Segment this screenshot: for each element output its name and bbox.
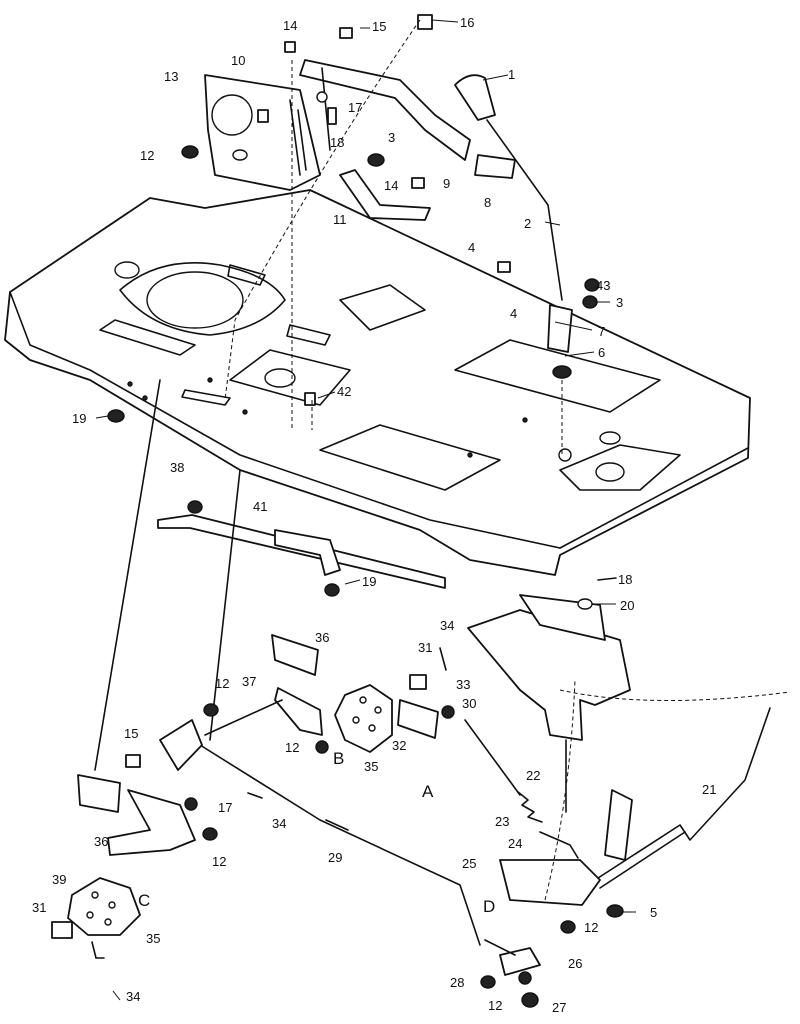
label-33: 33 — [456, 677, 470, 692]
label-36b: 36 — [94, 834, 108, 849]
label-17b: 17 — [218, 800, 232, 815]
label-41: 41 — [253, 499, 267, 514]
label-32: 32 — [392, 738, 406, 753]
frame-pan — [4, 189, 751, 576]
letter-d: D — [483, 897, 495, 916]
label-25: 25 — [462, 856, 476, 871]
label-14b: 14 — [384, 178, 398, 193]
label-22: 22 — [526, 768, 540, 783]
label-12d: 12 — [212, 854, 226, 869]
lower-assembly — [51, 379, 791, 1008]
label-11: 11 — [333, 212, 347, 227]
label-43: 43 — [596, 278, 610, 293]
label-4: 4 — [468, 240, 475, 255]
label-3: 3 — [388, 130, 395, 145]
label-18b: 18 — [618, 572, 632, 587]
label-12b: 12 — [215, 676, 229, 691]
label-1: 1 — [508, 67, 515, 82]
label-37: 37 — [242, 674, 256, 689]
label-31: 31 — [418, 640, 432, 655]
label-28: 28 — [450, 975, 464, 990]
label-18: 18 — [330, 135, 344, 150]
leader-lines — [95, 19, 636, 1001]
label-35: 35 — [364, 759, 378, 774]
label-10: 10 — [231, 53, 245, 68]
label-15: 15 — [372, 19, 386, 34]
letter-b: B — [333, 749, 344, 768]
label-34: 34 — [440, 618, 454, 633]
label-15b: 15 — [124, 726, 138, 741]
label-17: 17 — [348, 100, 362, 115]
label-12c: 12 — [285, 740, 299, 755]
label-16: 16 — [460, 15, 474, 30]
label-7: 7 — [598, 324, 605, 339]
label-12e: 12 — [584, 920, 598, 935]
label-19b: 19 — [362, 574, 376, 589]
label-35b: 35 — [146, 931, 160, 946]
label-12: 12 — [140, 148, 154, 163]
label-19: 19 — [72, 411, 86, 426]
label-13: 13 — [164, 69, 178, 84]
label-24: 24 — [508, 836, 522, 851]
label-2: 2 — [524, 216, 531, 231]
label-29: 29 — [328, 850, 342, 865]
label-9: 9 — [443, 176, 450, 191]
letter-a: A — [422, 782, 434, 801]
label-20: 20 — [620, 598, 634, 613]
upper-assembly — [107, 14, 600, 455]
callout-labels: 1 2 3 3 4 4 5 6 7 8 9 10 11 12 12 12 12 … — [32, 15, 716, 1015]
label-4b: 4 — [510, 306, 517, 321]
label-23: 23 — [495, 814, 509, 829]
label-38: 38 — [170, 460, 184, 475]
label-36: 36 — [315, 630, 329, 645]
label-21: 21 — [702, 782, 716, 797]
label-42: 42 — [337, 384, 351, 399]
label-34c: 34 — [126, 989, 140, 1004]
label-34b: 34 — [272, 816, 286, 831]
label-12f: 12 — [488, 998, 502, 1013]
label-30: 30 — [462, 696, 476, 711]
label-39: 39 — [52, 872, 66, 887]
label-3b: 3 — [616, 295, 623, 310]
label-5: 5 — [650, 905, 657, 920]
label-27: 27 — [552, 1000, 566, 1015]
label-26: 26 — [568, 956, 582, 971]
letter-c: C — [138, 891, 150, 910]
label-6: 6 — [598, 345, 605, 360]
label-14: 14 — [283, 18, 297, 33]
label-31b: 31 — [32, 900, 46, 915]
label-8: 8 — [484, 195, 491, 210]
